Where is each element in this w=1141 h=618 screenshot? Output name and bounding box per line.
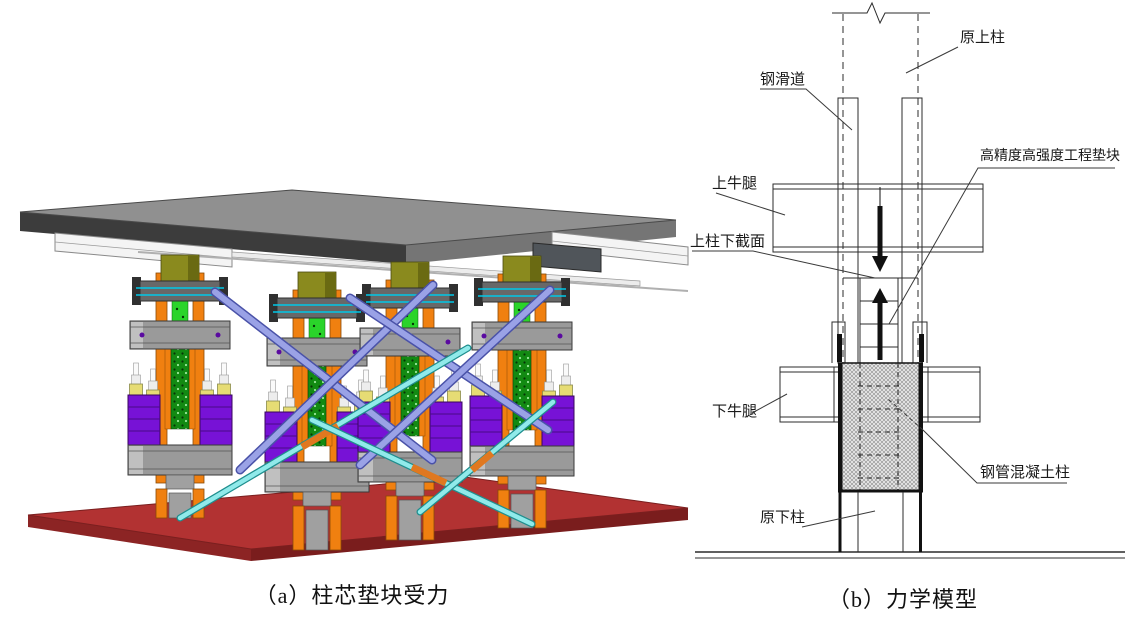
column-assembly-2 [264, 271, 370, 507]
leader-upper-column-section [692, 250, 876, 279]
tie-rods [176, 344, 557, 528]
force-arrow-down [872, 187, 888, 272]
leader-cft-column [922, 429, 1067, 484]
figure-b-line-diagram: 钢滑道 原上柱 上牛腿 上柱下截面 高精度高强度工程垫块 下牛腿 钢管混凝土柱 … [690, 1, 1125, 559]
label-upper-column-bottom-section: 上柱下截面 [690, 233, 765, 250]
leader-original-upper-column [905, 46, 959, 74]
label-steel-tube-concrete-column: 钢管混凝土柱 [980, 464, 1070, 481]
turnbuckle [469, 450, 495, 473]
guide-bracket-left [831, 321, 846, 363]
force-arrow-up [872, 288, 888, 360]
slideway-left [837, 97, 859, 364]
guide-bracket-right [912, 321, 928, 363]
steel-tube-concrete-column [838, 362, 923, 493]
diagonal-braces [210, 280, 555, 475]
slab-front-right-face [406, 220, 676, 264]
label-upper-corbel: 上牛腿 [712, 175, 757, 192]
label-original-lower-column: 原下柱 [760, 509, 805, 526]
original-lower-column [838, 492, 922, 552]
leader-original-lower-column [801, 510, 876, 528]
figure-a-3d-render [19, 189, 689, 561]
caption-figure-b: （b）力学模型 [827, 587, 979, 612]
caption-figure-a: （a）柱芯垫块受力 [254, 583, 450, 608]
leader-lower-corbel [751, 393, 788, 414]
slab [19, 189, 677, 264]
label-engineering-pad-block: 高精度高强度工程垫块 [980, 147, 1120, 164]
slideway-right [901, 97, 923, 364]
leader-pad-block [888, 167, 1115, 325]
label-steel-slideway: 钢滑道 [760, 71, 805, 88]
slab-top-face [19, 189, 677, 246]
slab-front-left-face [20, 212, 406, 264]
break-symbol [832, 1, 930, 25]
figure-canvas: 钢滑道 原上柱 上牛腿 上柱下截面 高精度高强度工程垫块 下牛腿 钢管混凝土柱 … [19, 1, 1125, 561]
leader-cft-column-dashed [887, 398, 924, 431]
leader-steel-slideway [760, 88, 853, 131]
label-original-upper-column: 原上柱 [960, 29, 1005, 46]
turnbuckle [410, 463, 448, 487]
label-lower-corbel: 下牛腿 [712, 403, 757, 420]
leader-upper-corbel [715, 192, 786, 216]
